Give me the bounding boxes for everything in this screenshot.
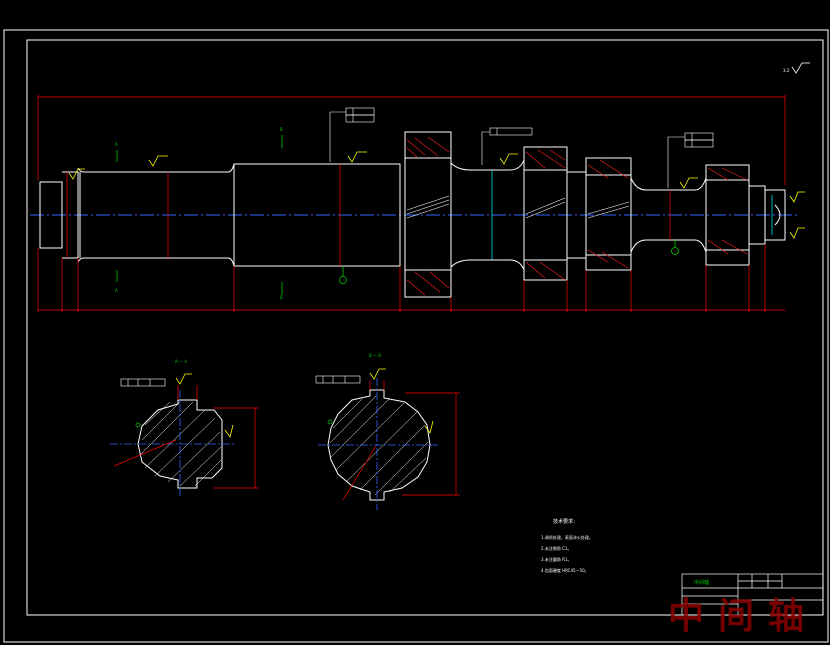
shaft-outline: [39, 131, 786, 298]
title-block-part-name: 中间轴: [694, 579, 709, 586]
section-label-b-bottom: B: [280, 295, 283, 300]
section-view-a-title: A — A: [175, 359, 187, 364]
section-view-b: [315, 368, 460, 510]
roughness-marks: [68, 151, 805, 239]
tech-requirements-title: 技术要求：: [553, 518, 578, 525]
datum-icon: [339, 240, 679, 284]
section-view-a: [110, 373, 258, 498]
watermark: 中间轴: [668, 595, 818, 637]
outer-border: [3, 29, 829, 643]
inner-border: [26, 39, 824, 616]
section-view-b-title: B — B: [369, 353, 381, 358]
overall-dimension: [37, 95, 786, 185]
cyan-dimensions: [491, 170, 773, 260]
roughness-icon: [791, 62, 810, 74]
helix-lines: [406, 195, 630, 219]
tech-requirement-4: 4.齿面硬度 HRC45—50。: [541, 567, 589, 573]
tech-requirement-3: 3.未注圆角 R1。: [541, 556, 571, 562]
roughness-corner-label: 3.2: [783, 68, 790, 73]
gear-hatching: [406, 136, 748, 296]
tolerance-frame-icon: [329, 107, 714, 188]
section-label-b-top: B: [280, 127, 283, 132]
section-markers: [116, 135, 283, 295]
section-label-a-top: A: [115, 142, 118, 147]
section-label-a-bottom: A: [115, 288, 118, 293]
tech-requirement-1: 1.调质处理，表面淬火处理。: [541, 534, 593, 540]
diameter-dimensions: [66, 164, 671, 266]
length-dimensions: [37, 244, 785, 312]
tech-requirement-2: 2.未注倒角 C1。: [541, 545, 571, 551]
title-block: [681, 573, 824, 616]
